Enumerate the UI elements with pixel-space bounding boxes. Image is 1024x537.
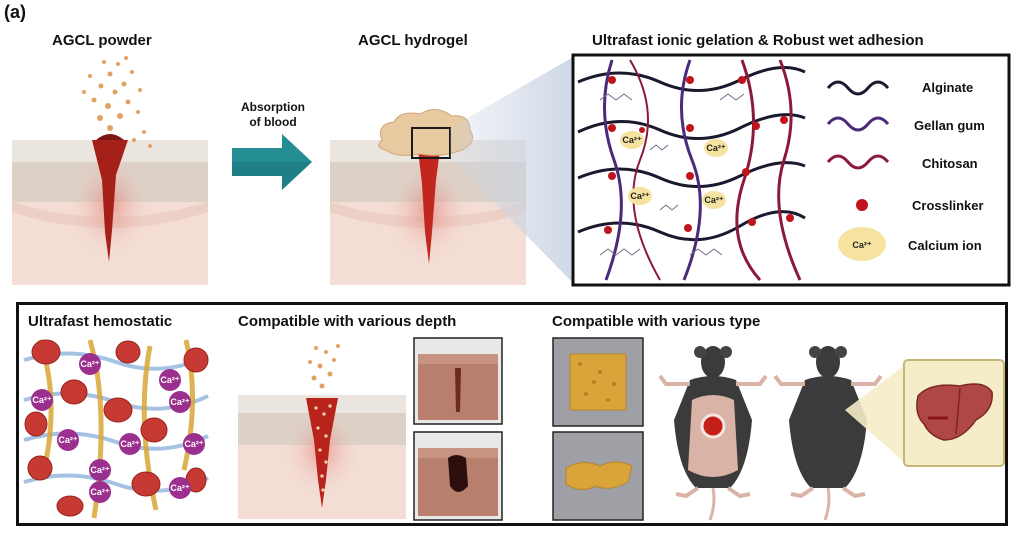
svg-text:Ca²⁺: Ca²⁺ (80, 359, 100, 369)
depth-powder-particles (308, 344, 340, 389)
skin-block-hydrogel (330, 109, 526, 285)
svg-text:Ca²⁺: Ca²⁺ (184, 439, 204, 449)
liver-icon (916, 383, 993, 441)
top-illustration: Ca²⁺ Ca²⁺ Ca²⁺ Ca²⁺ Ca²⁺ (12, 53, 1011, 287)
calcium-ions-network: Ca²⁺ Ca²⁺ Ca²⁺ Ca²⁺ (620, 131, 728, 209)
hemostatic-title: Ultrafast hemostatic (28, 313, 173, 330)
svg-text:Ca²⁺: Ca²⁺ (90, 465, 110, 475)
legend-crosslinker: Crosslinker (912, 198, 984, 213)
powder-title: AGCL powder (52, 32, 152, 49)
arrow-label: Absorption of blood (228, 100, 318, 130)
svg-text:Ca²⁺: Ca²⁺ (160, 375, 180, 385)
depth-photo-deep (413, 431, 503, 521)
svg-text:Ca²⁺: Ca²⁺ (170, 397, 190, 407)
wound-powder (92, 140, 128, 262)
mouse-dorsal (773, 346, 883, 521)
liver-callout (903, 359, 1005, 467)
svg-text:Ca²⁺: Ca²⁺ (58, 435, 78, 445)
bottom-panel (16, 302, 1008, 526)
arrow-label-line2: of blood (249, 115, 297, 129)
liver-callout-beam (845, 366, 904, 462)
legend-calcium-ion: Calcium ion (908, 238, 982, 253)
svg-text:Ca²⁺: Ca²⁺ (120, 439, 140, 449)
svg-text:Ca²⁺: Ca²⁺ (630, 191, 650, 201)
svg-text:Ca²⁺: Ca²⁺ (90, 487, 110, 497)
legend-chitosan: Chitosan (922, 156, 978, 171)
svg-text:Ca²⁺: Ca²⁺ (32, 395, 52, 405)
svg-text:Ca²⁺: Ca²⁺ (170, 483, 190, 493)
hydrogel-title: AGCL hydrogel (358, 32, 468, 49)
svg-text:Ca²⁺: Ca²⁺ (704, 195, 724, 205)
arrow-label-line1: Absorption (241, 100, 305, 114)
hemostatic-network: Ca²⁺ Ca²⁺ Ca²⁺ Ca²⁺ Ca²⁺ Ca²⁺ Ca²⁺ Ca²⁺ … (23, 336, 209, 519)
chitosan-icon (826, 154, 890, 170)
svg-text:Ca²⁺: Ca²⁺ (622, 135, 642, 145)
depth-title: Compatible with various depth (238, 313, 457, 330)
crosslinker-icon (856, 199, 868, 211)
type-photo-irregular (552, 431, 644, 521)
calcium-ion-icon-label: Ca²⁺ (852, 240, 872, 250)
mechanism-title: Ultrafast ionic gelation & Robust wet ad… (592, 32, 924, 49)
skin-block-powder (12, 134, 208, 285)
legend-alginate: Alginate (922, 80, 974, 95)
skin-block-depth (238, 395, 406, 519)
panel-label: (a) (4, 2, 26, 22)
calcium-spheres: Ca²⁺ Ca²⁺ Ca²⁺ Ca²⁺ Ca²⁺ Ca²⁺ Ca²⁺ Ca²⁺ … (31, 353, 205, 503)
zoom-projection (450, 56, 575, 285)
calcium-ion-icon (838, 227, 886, 261)
alginate-icon (826, 80, 890, 96)
svg-text:Ca²⁺: Ca²⁺ (706, 143, 726, 153)
type-title: Compatible with various type (552, 313, 761, 330)
legend-gellan-gum: Gellan gum (914, 118, 985, 133)
mechanism-panel: Ca²⁺ Ca²⁺ Ca²⁺ Ca²⁺ Ca²⁺ (571, 53, 1011, 287)
depth-photo-shallow (413, 337, 503, 425)
powder-particles (82, 56, 152, 148)
type-photo-square (552, 337, 644, 427)
mouse-ventral (658, 346, 768, 521)
gellan-gum-icon (826, 116, 890, 132)
wound-hydrogel (418, 150, 440, 264)
